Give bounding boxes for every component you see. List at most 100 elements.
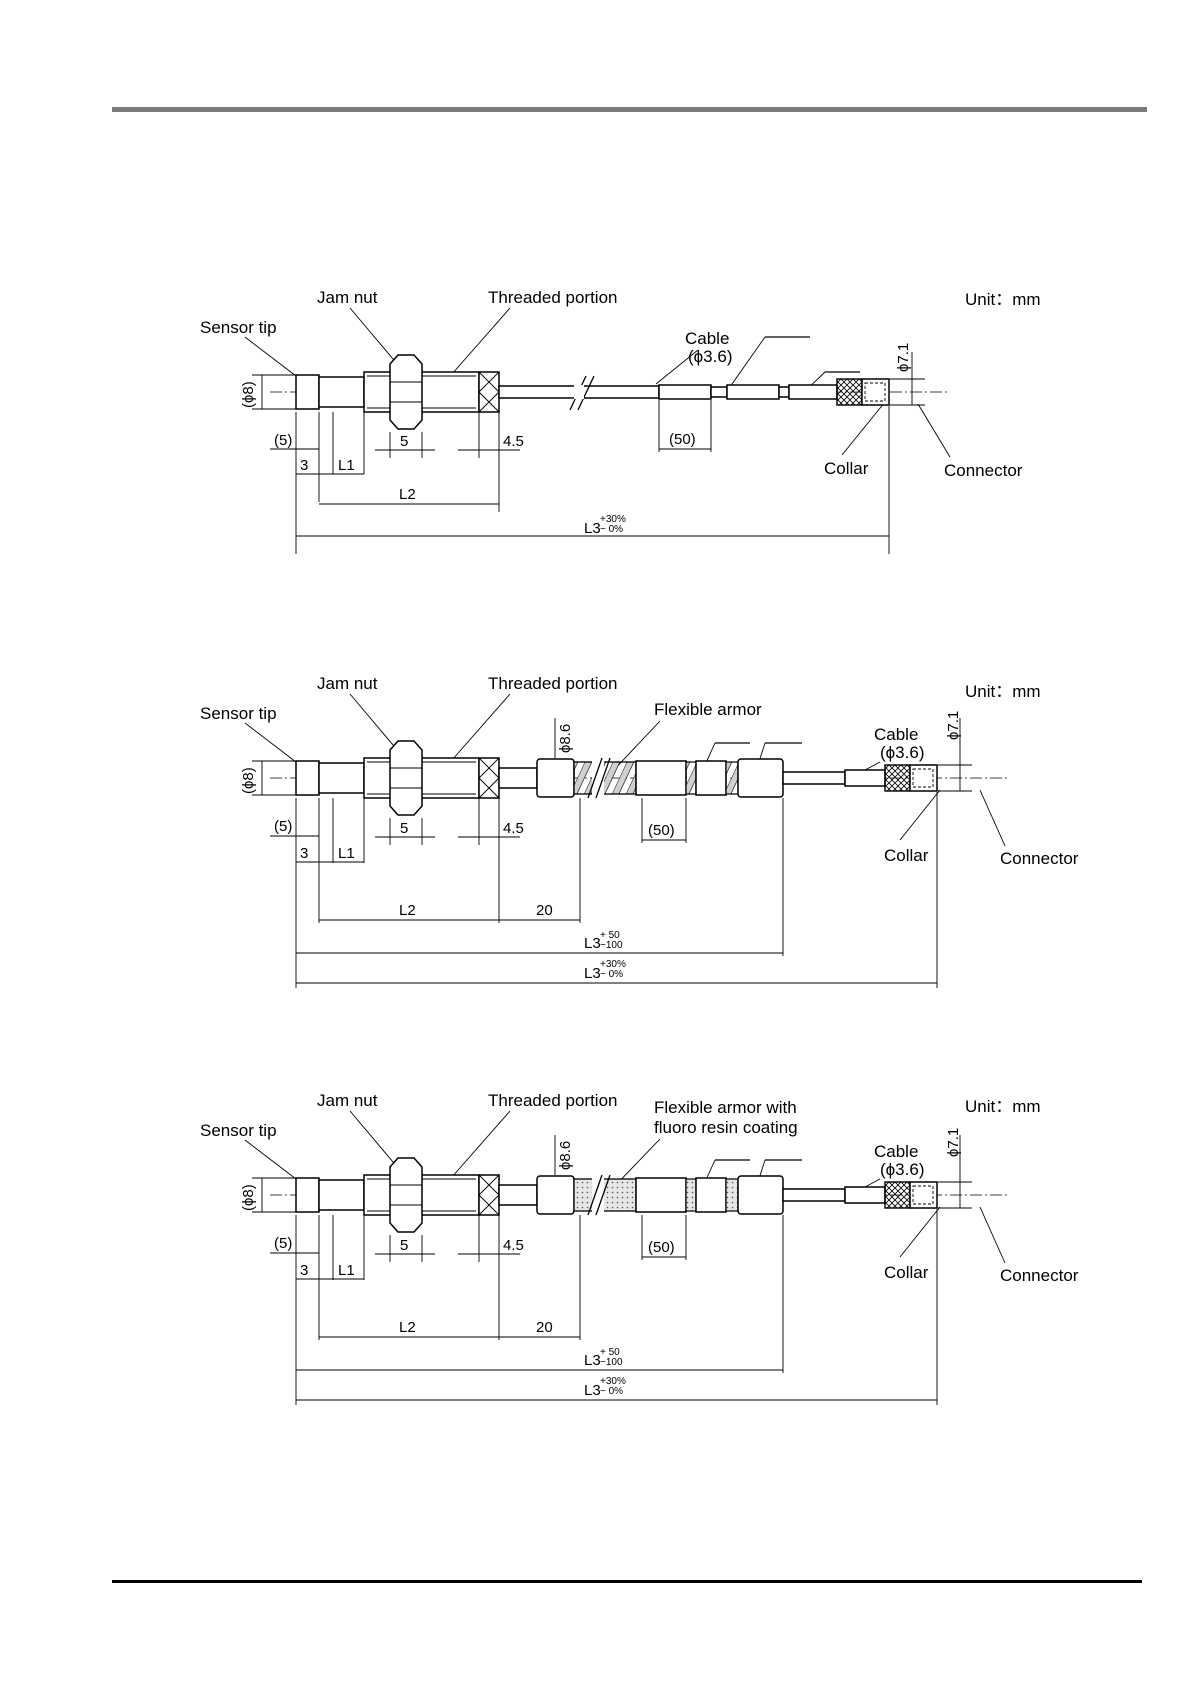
header-rule: [112, 107, 1147, 112]
connector-dia-dim: ϕ7.1: [895, 343, 912, 372]
unit-label: Unit：mm: [965, 682, 1041, 701]
tip-dia-dim: (ϕ8): [240, 1184, 257, 1211]
connector-label: Connector: [1000, 1266, 1079, 1285]
dim-5-paren: (5): [274, 432, 292, 449]
dim-l3-b: L3: [584, 965, 601, 982]
sensor-tip: [295, 374, 320, 410]
dim-l2: L2: [399, 902, 416, 919]
flexible-armor-label-1: Flexible armor with: [654, 1098, 797, 1117]
armor-marker-2: [695, 760, 727, 796]
connector-label: Connector: [1000, 849, 1079, 868]
footer-rule: [112, 1580, 1142, 1583]
tip-dia-dim: (ϕ8): [240, 381, 257, 408]
collar-label: Collar: [824, 459, 869, 478]
collar-leader: [841, 401, 886, 456]
dim-l3-b-tol-minus: − 0%: [600, 1386, 623, 1397]
sensor-tip-label: Sensor tip: [200, 704, 277, 723]
threaded-portion-label: Threaded portion: [488, 674, 617, 693]
cable-dia-label: (ϕ3.6): [880, 743, 924, 762]
dim-nut: 5: [400, 433, 408, 450]
dim-l3-a: L3: [584, 935, 601, 952]
dim-nut: 5: [400, 1237, 408, 1254]
dim-5-paren: (5): [274, 1235, 292, 1252]
jam-nut-label: Jam nut: [317, 1091, 378, 1110]
dim-l3-a-tol-minus: −100: [600, 1357, 623, 1368]
diagram-3-svg: Jam nut Threaded portion Flexible armor …: [200, 1091, 1079, 1405]
dim-20: 20: [536, 1319, 553, 1336]
armor-dia-dim: ϕ8.6: [557, 1141, 574, 1170]
connector-dia-dim: ϕ7.1: [945, 711, 962, 740]
sleeve: [318, 376, 365, 408]
dim-3: 3: [300, 1262, 308, 1279]
unit-label: Unit：mm: [965, 1097, 1041, 1116]
dim-l1: L1: [338, 1262, 355, 1279]
collar: [884, 1181, 911, 1209]
dim-3: 3: [300, 457, 308, 474]
dim-l3: L3: [584, 520, 601, 537]
sensor-tip-label: Sensor tip: [200, 318, 277, 337]
dim-l3-tol-plus: +30%: [600, 514, 626, 525]
collar: [836, 378, 863, 406]
diagram-fluoro-armor: Jam nut Threaded portion Flexible armor …: [190, 1091, 1110, 1427]
dim-l3-a-tol-plus: + 50: [600, 930, 620, 941]
jam-nut-label: Jam nut: [317, 674, 378, 693]
dim-l3-a: L3: [584, 1352, 601, 1369]
dim-l3-a-tol-minus: −100: [600, 940, 623, 951]
cable-label: Cable: [874, 725, 918, 744]
flexible-armor: [573, 761, 637, 795]
dim-l3-b-tol-plus: +30%: [600, 959, 626, 970]
threaded-portion-label: Threaded portion: [488, 288, 617, 307]
dim-20: 20: [536, 902, 553, 919]
hex-fitting: [478, 371, 500, 413]
armor-ferrule: [536, 758, 575, 798]
connector-dia-dim: ϕ7.1: [945, 1128, 962, 1157]
dim-5-paren: (5): [274, 818, 292, 835]
dim-l3-b-tol-minus: − 0%: [600, 969, 623, 980]
dim-nut: 5: [400, 820, 408, 837]
diagram-flexible-armor: Jam nut Threaded portion Flexible armor …: [190, 674, 1110, 1010]
tip-dia-dim: (ϕ8): [240, 767, 257, 794]
dim-hex: 4.5: [503, 433, 524, 450]
dim-marker: (50): [669, 431, 696, 448]
collar: [884, 764, 911, 792]
dim-l3-b: L3: [584, 1382, 601, 1399]
connector-leader: [917, 403, 951, 458]
cable-dia-label: (ϕ3.6): [688, 347, 732, 366]
dim-marker: (50): [648, 1239, 675, 1256]
flexible-armor-label-2: fluoro resin coating: [654, 1118, 798, 1137]
diagram-2-svg: Jam nut Threaded portion Flexible armor …: [200, 674, 1079, 988]
dim-hex: 4.5: [503, 820, 524, 837]
cable-leader: [655, 349, 699, 385]
armor-dia-dim: ϕ8.6: [557, 724, 574, 753]
dim-l1: L1: [338, 457, 355, 474]
dim-l3-tol-minus: − 0%: [600, 524, 623, 535]
cable: [782, 1188, 846, 1202]
dim-l2: L2: [399, 486, 416, 503]
connector-label: Connector: [944, 461, 1023, 480]
dim-l3-a-tol-plus: + 50: [600, 1347, 620, 1358]
diagram-standard-cable: Jam nut Threaded portion Sensor tip Cabl…: [190, 288, 1110, 592]
collar-label: Collar: [884, 846, 929, 865]
diagram-1-svg: Jam nut Threaded portion Sensor tip Cabl…: [200, 288, 1041, 554]
armor-marker-1: [635, 760, 687, 796]
jam-nut: [389, 1157, 423, 1233]
sensor-tip-label: Sensor tip: [200, 1121, 277, 1140]
cable-label: Cable: [685, 329, 729, 348]
cable-dia-label: (ϕ3.6): [880, 1160, 924, 1179]
jam-nut-label: Jam nut: [317, 288, 378, 307]
dim-hex: 4.5: [503, 1237, 524, 1254]
jam-nut: [389, 740, 423, 816]
collar-label: Collar: [884, 1263, 929, 1282]
dim-l2: L2: [399, 1319, 416, 1336]
dim-l3-b-tol-plus: +30%: [600, 1376, 626, 1387]
cable: [782, 771, 846, 785]
threaded-portion-label: Threaded portion: [488, 1091, 617, 1110]
dim-3: 3: [300, 845, 308, 862]
cable-marker-2: [726, 384, 780, 400]
dim-l1: L1: [338, 845, 355, 862]
threaded-leader: [451, 307, 511, 375]
cable-label: Cable: [874, 1142, 918, 1161]
jam-nut: [389, 354, 423, 430]
flexible-armor-coated: [573, 1178, 637, 1212]
